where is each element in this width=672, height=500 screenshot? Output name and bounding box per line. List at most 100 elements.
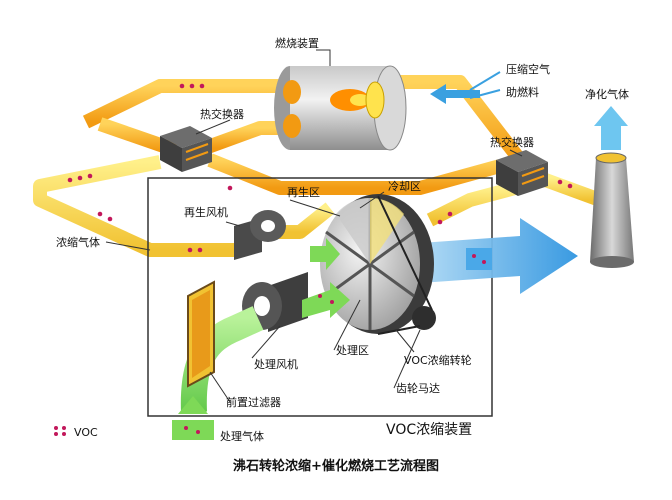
fuel-aid-label: 助燃料 — [506, 85, 539, 99]
voc-dot — [447, 211, 453, 217]
leader-regen-zone — [289, 199, 341, 217]
burner-nozzle — [365, 81, 385, 119]
hx-left-label: 热交换器 — [200, 107, 244, 121]
voc-dot — [196, 430, 200, 434]
regen-sector — [336, 197, 370, 264]
treated-air-block — [466, 248, 492, 270]
leader-motor — [393, 329, 421, 389]
figure-title: 沸石转轮浓缩+催化燃烧工艺流程图 — [233, 458, 439, 474]
filter-media — [192, 290, 210, 378]
voc-dot — [197, 247, 203, 253]
voc-dot — [77, 175, 83, 181]
legend-dot — [62, 432, 66, 436]
air-arrow-icon — [430, 84, 480, 104]
compressed-air-label: 压缩空气 — [506, 62, 550, 76]
gear-motor-label: 齿轮马达 — [396, 381, 440, 395]
heat-exchanger-left — [160, 126, 212, 172]
voc-dot — [187, 247, 193, 253]
regen-zone-label: 再生区 — [287, 185, 320, 199]
voc-dot — [330, 300, 334, 304]
hx-right-top — [496, 150, 548, 172]
regen-fan-hub — [261, 220, 275, 232]
leader-cooling-zone — [359, 191, 385, 209]
leader-filter — [209, 371, 231, 403]
leader-lines — [105, 49, 523, 403]
pipe-to-stack — [537, 171, 603, 207]
leader-hx-left — [195, 119, 231, 135]
voc-dot — [482, 260, 486, 264]
voc-dot — [199, 83, 205, 89]
pre-filter-label: 前置过滤器 — [226, 395, 281, 409]
gear-motor-icon — [412, 306, 436, 330]
pipe-top-left — [82, 79, 290, 129]
drive-belt — [377, 195, 433, 335]
voc-dot — [189, 83, 195, 89]
cooling-sector — [370, 197, 404, 264]
voc-dot — [179, 83, 185, 89]
labels: 燃烧装置 压缩空气 助燃料 净化气体 热交换器 热交换器 再生风机 再生区 冷却… — [56, 36, 629, 474]
leader-regen-fan — [225, 221, 241, 227]
voc-dot — [557, 179, 563, 185]
burner-port-lower — [283, 114, 301, 138]
burner-label: 燃烧装置 — [275, 36, 319, 50]
burner — [274, 65, 407, 151]
hx-left-side — [160, 136, 182, 172]
clean-gas-label: 净化气体 — [585, 87, 629, 101]
cooling-air-arrow-icon — [310, 238, 340, 270]
leader-rotor — [395, 329, 415, 353]
inlet-block — [172, 420, 214, 440]
hx-right-label: 热交换器 — [490, 135, 534, 149]
process-fan-label: 处理风机 — [254, 357, 298, 371]
voc-dot — [67, 177, 73, 183]
hx-left-fin — [185, 143, 209, 153]
process-gas-label: 处理气体 — [220, 429, 264, 443]
voc-dot — [472, 254, 476, 258]
regen-fan — [234, 210, 286, 260]
voc-dot — [107, 216, 113, 222]
voc-unit-frame — [147, 177, 493, 417]
air-fuel-indicator — [430, 71, 501, 104]
process-fan — [242, 272, 308, 332]
exhaust-stack — [590, 106, 634, 268]
clean-gas-arrow-icon — [594, 106, 628, 150]
regen-fan-label: 再生风机 — [184, 205, 228, 219]
voc-dots — [67, 83, 573, 253]
to-rotor-arrow-icon — [302, 282, 350, 318]
leader-process-fan — [251, 325, 281, 359]
pipe-burner-right — [395, 75, 526, 165]
hx-right-fin — [521, 167, 545, 177]
pipe-cooling — [426, 181, 517, 227]
cooling-zone-label: 冷却区 — [388, 180, 421, 193]
burner-port-upper — [283, 80, 301, 104]
process-zone-label: 处理区 — [336, 344, 369, 357]
voc-dot — [97, 211, 103, 217]
hx-right-side — [496, 160, 518, 196]
inlet-arrow-icon — [178, 396, 208, 414]
voc-rotor-label: VOC浓缩转轮 — [404, 353, 472, 367]
fuel-line — [469, 89, 501, 99]
unit-title: VOC浓缩装置 — [386, 422, 472, 438]
hx-left-fin — [185, 151, 209, 161]
leader-hx-right — [509, 149, 523, 157]
air-line — [469, 71, 501, 91]
heat-exchanger-right — [496, 150, 548, 196]
leader-concentrate — [105, 241, 151, 251]
legend-dot — [54, 432, 58, 436]
voc-dot — [567, 183, 573, 189]
leader-burner — [316, 49, 331, 66]
voc-legend — [54, 426, 66, 436]
pre-filter — [187, 280, 215, 388]
legend-voc-label: VOC — [74, 426, 98, 439]
legend-dot — [54, 426, 58, 430]
stack-body — [590, 158, 634, 262]
stack-top — [595, 152, 627, 164]
voc-dot — [437, 219, 443, 225]
hx-right-fin — [521, 175, 545, 185]
flame-core-icon — [350, 94, 370, 106]
leader-process-zone — [333, 299, 361, 351]
concentrated-gas-label: 浓缩气体 — [56, 235, 100, 249]
pipe-hx-to-right-hx — [207, 153, 502, 195]
voc-dot — [318, 294, 322, 298]
